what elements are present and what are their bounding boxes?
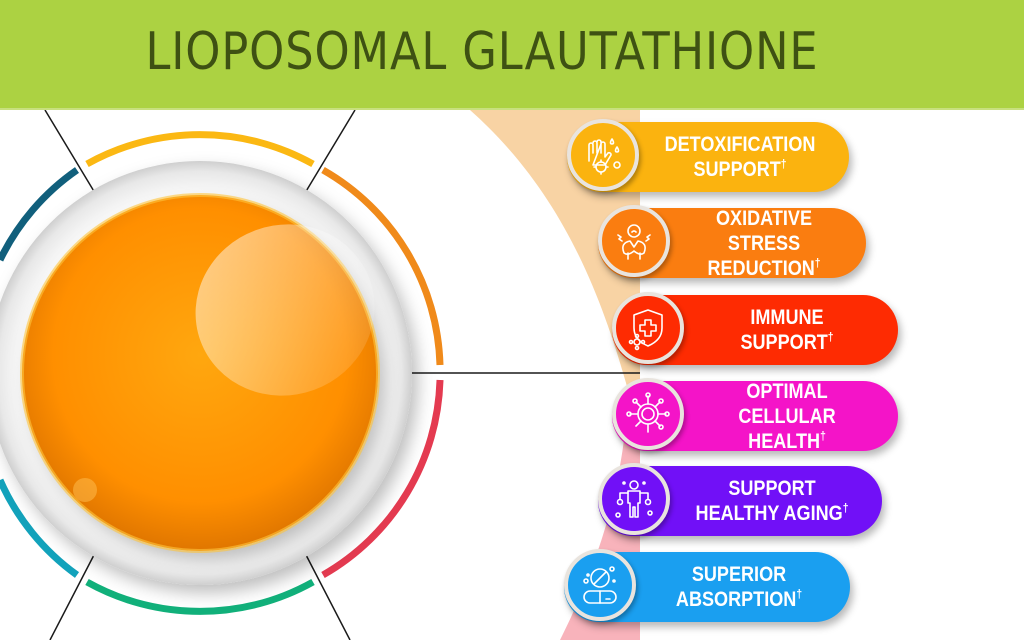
pill-capsule-icon (583, 566, 617, 604)
benefit-label: OPTIMAL CELLULAR HEALTH† (738, 379, 836, 453)
page-title: LIOPOSOMAL GLAUTATHIONE (145, 22, 819, 82)
header-banner: LIOPOSOMAL GLAUTATHIONE (0, 0, 1024, 110)
benefit-cellular-health: OPTIMAL CELLULAR HEALTH† (612, 378, 898, 453)
benefit-detoxification: DETOXIFICATION SUPPORT† (567, 119, 849, 192)
benefit-label: IMMUNE SUPPORT† (740, 306, 834, 354)
stressed-person-icon (617, 224, 651, 260)
cell-virus-icon (626, 392, 670, 433)
hand-germ-drops-icon (588, 138, 621, 175)
benefit-superior-absorption: SUPERIOR ABSORPTION† (564, 549, 850, 622)
badge (598, 205, 670, 277)
infographic: DETOXIFICATION SUPPORT† OXIDATIVE STRESS… (0, 110, 1024, 640)
badge (612, 292, 684, 364)
benefit-label: SUPPORT HEALTHY AGING† (695, 477, 849, 525)
benefit-label: DETOXIFICATION SUPPORT† (664, 133, 816, 181)
benefit-label: SUPERIOR ABSORPTION† (675, 563, 803, 611)
shield-cross-icon (628, 309, 663, 351)
benefit-oxidative-stress: OXIDATIVE STRESS REDUCTION† (598, 205, 866, 280)
benefit-healthy-aging: SUPPORT HEALTHY AGING† (598, 463, 882, 536)
badge (567, 119, 639, 191)
center-graphic (0, 110, 640, 640)
benefit-immune-support: IMMUNE SUPPORT† (612, 292, 898, 365)
badge (564, 549, 636, 621)
benefit-label: OXIDATIVE STRESS REDUCTION† (707, 206, 821, 280)
badge (598, 463, 670, 535)
person-wellness-icon (615, 480, 653, 518)
badge (612, 378, 684, 450)
